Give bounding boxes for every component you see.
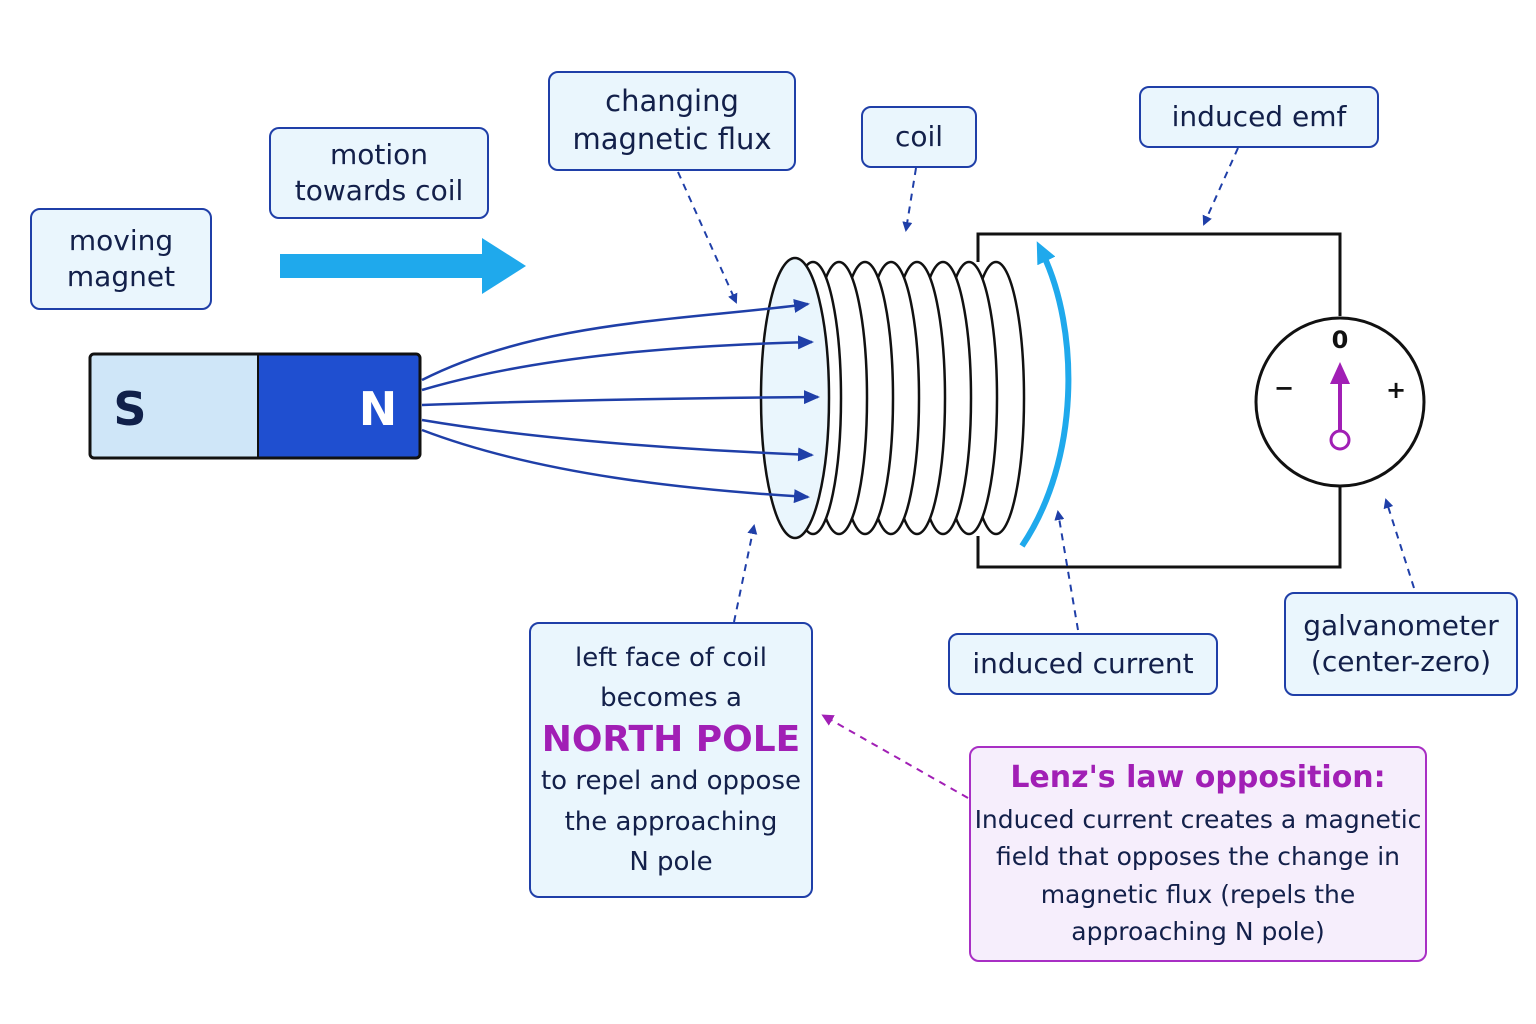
galvanometer-label: galvanometer(center-zero) xyxy=(1284,592,1518,696)
induced-current-arrow xyxy=(1019,241,1072,548)
galvanometer: 0 − + xyxy=(1254,316,1426,488)
coil-callout-arrow xyxy=(902,167,917,232)
lenz-law-title: Lenz's law opposition: xyxy=(1010,759,1386,795)
magnetic-field-lines xyxy=(421,298,820,504)
flux-callout-arrow xyxy=(677,171,738,304)
bar-magnet: S N xyxy=(88,352,422,460)
galvanometer-zero: 0 xyxy=(1332,326,1349,354)
galvanometer-callout-arrow xyxy=(1383,498,1415,589)
lenz-callout-arrow xyxy=(821,714,969,799)
emf-callout-arrow xyxy=(1202,147,1239,226)
galvanometer-minus: − xyxy=(1274,374,1294,402)
pole-callout-arrow xyxy=(733,524,758,623)
current-callout-arrow xyxy=(1054,510,1079,631)
coil xyxy=(759,256,1026,540)
coil-label: coil xyxy=(861,106,977,168)
magnet-north-label: N xyxy=(359,382,398,436)
induced-current-label: induced current xyxy=(948,633,1218,695)
lenz-law-note: Lenz's law opposition: Induced current c… xyxy=(969,746,1427,962)
north-pole-emphasis: NORTH POLE xyxy=(541,719,801,761)
magnet-south-label: S xyxy=(113,382,146,436)
induced-emf-label: induced emf xyxy=(1139,86,1379,148)
north-pole-note: left face of coil becomes a NORTH POLE t… xyxy=(529,622,813,898)
motion-arrow xyxy=(280,238,526,294)
galvanometer-pivot xyxy=(1329,429,1351,451)
circuit-wire xyxy=(976,232,1342,569)
galvanometer-plus: + xyxy=(1386,376,1406,404)
